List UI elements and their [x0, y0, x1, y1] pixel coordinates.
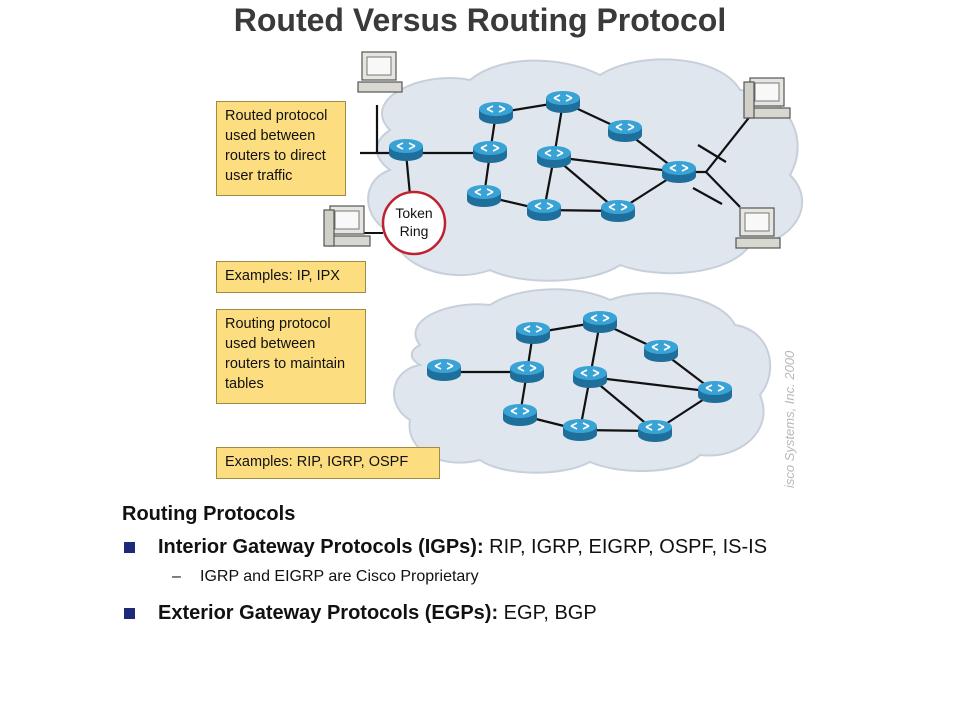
network-diagram: Token Ring — [323, 51, 804, 474]
token-ring-label-2: Ring — [400, 223, 429, 239]
router-icon — [472, 140, 508, 164]
computer-tower-icon — [743, 81, 755, 119]
callout-line: routers to direct — [225, 148, 326, 164]
dash-bullet-icon: – — [172, 568, 181, 585]
router-icon — [426, 358, 462, 382]
router-icon — [572, 365, 608, 389]
router-icon — [526, 198, 562, 222]
router-icon — [515, 321, 551, 345]
square-bullet-icon — [124, 608, 135, 619]
pc-token-ring — [323, 205, 371, 247]
routed-examples-callout: Examples: IP, IPX — [216, 261, 366, 293]
computer-tower-icon — [323, 209, 335, 247]
router-icon — [637, 419, 673, 443]
page-title: Routed Versus Routing Protocol — [233, 2, 727, 38]
copyright-text: isco Systems, Inc. 2000 — [782, 350, 797, 488]
router-icon — [388, 138, 424, 162]
pc-bottom-right — [735, 207, 781, 249]
router-icon — [661, 160, 697, 184]
bullet-text: EGP, BGP — [498, 602, 597, 624]
router-icon — [502, 403, 538, 427]
pc-top-left — [357, 51, 403, 93]
bullet-item: Exterior Gateway Protocols (EGPs): EGP, … — [122, 600, 942, 626]
bullet-item: Interior Gateway Protocols (IGPs): RIP, … — [122, 534, 942, 560]
token-ring: Token Ring — [381, 190, 447, 256]
router-icon — [545, 90, 581, 114]
computer-icon — [735, 207, 781, 249]
router-icon — [562, 418, 598, 442]
router-icon — [607, 119, 643, 143]
router-icon — [600, 199, 636, 223]
router-icon — [697, 380, 733, 404]
pc-top-right — [743, 77, 791, 119]
callout-line: used between — [225, 128, 316, 144]
router-icon — [536, 145, 572, 169]
sub-bullet-item: – IGRP and EIGRP are Cisco Proprietary — [122, 568, 942, 586]
bullet-list: Routing Protocols Interior Gateway Proto… — [122, 503, 942, 626]
bullet-bold: Interior Gateway Protocols (IGPs): — [158, 536, 484, 558]
router-icon — [509, 360, 545, 384]
routing-examples-callout: Examples: RIP, IGRP, OSPF — [216, 447, 440, 479]
router-icon — [643, 339, 679, 363]
bullets-heading: Routing Protocols — [122, 503, 296, 525]
bullet-text: RIP, IGRP, EIGRP, OSPF, IS-IS — [483, 536, 768, 558]
callout-line: Routing protocol — [225, 316, 331, 332]
sub-bullet-text: IGRP and EIGRP are Cisco Proprietary — [200, 568, 479, 585]
router-icon — [582, 310, 618, 334]
routed-protocol-callout: Routed protocol used between routers to … — [216, 101, 346, 196]
token-ring-label-1: Token — [395, 205, 432, 221]
square-bullet-icon — [124, 542, 135, 553]
callout-line: tables — [225, 376, 264, 392]
callout-line: used between — [225, 336, 316, 352]
callout-line: Routed protocol — [225, 108, 328, 124]
callout-line: routers to maintain — [225, 356, 346, 372]
callout-line: user traffic — [225, 168, 293, 184]
bullet-bold: Exterior Gateway Protocols (EGPs): — [158, 602, 499, 624]
computer-icon — [357, 51, 403, 93]
router-icon — [478, 101, 514, 125]
router-icon — [466, 184, 502, 208]
routing-protocol-callout: Routing protocol used between routers to… — [216, 309, 366, 404]
